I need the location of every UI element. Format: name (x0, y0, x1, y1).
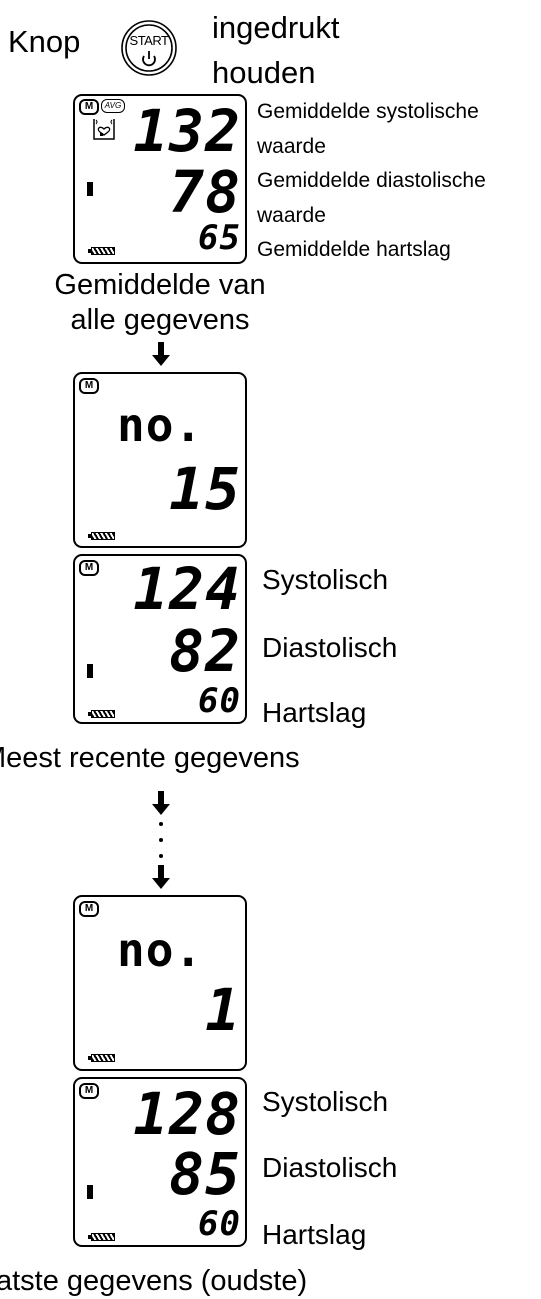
pressure-bar (87, 664, 93, 678)
oldest-pulse: 60 (198, 1204, 241, 1244)
oldest-pulse-label: Hartslag (262, 1219, 367, 1250)
lcd-recent: M 124 82 60 (73, 554, 247, 724)
avg-diastolic: 78 (169, 158, 241, 226)
ellipsis-dot (159, 854, 163, 858)
no-label: no. (117, 398, 204, 452)
avg-icon: AVG (101, 99, 125, 113)
hold-line-1: ingedrukt (212, 10, 340, 45)
no-label: no. (117, 923, 204, 977)
memory-icon: M (79, 1083, 99, 1099)
avg-dia-label: Gemiddelde diastolische (257, 169, 486, 192)
recent-systolic: 124 (133, 555, 241, 623)
memory-icon: M (79, 901, 99, 917)
memory-icon: M (79, 560, 99, 576)
oldest-dia-label: Diastolisch (262, 1152, 398, 1183)
avg-sys-label: Gemiddelde systolische (257, 100, 479, 123)
pressure-bar (87, 182, 93, 196)
lcd-memory-15: M no. 15 (73, 372, 247, 548)
battery-icon (88, 247, 115, 255)
oldest-diastolic: 85 (169, 1140, 241, 1208)
recent-sys-label: Systolisch (262, 564, 389, 595)
battery-icon (88, 1054, 115, 1062)
memory-number: 1 (205, 976, 241, 1044)
lcd-memory-1: M no. 1 (73, 895, 247, 1071)
avg-systolic: 132 (133, 97, 241, 165)
caption-average: Gemiddelde van alle gegevens (54, 269, 266, 336)
battery-icon (88, 1233, 115, 1241)
hold-line-2: houden (212, 55, 316, 90)
irregular-heartbeat-icon (93, 119, 115, 140)
start-button[interactable]: START (120, 19, 178, 77)
oldest-sys-label: Systolisch (262, 1086, 389, 1117)
avg-pulse: 65 (198, 218, 241, 258)
recent-diastolic: 82 (169, 617, 241, 685)
start-label: START (129, 33, 169, 48)
oldest-systolic: 128 (133, 1080, 241, 1148)
pressure-bar (87, 1185, 93, 1199)
ellipsis-dot (159, 822, 163, 826)
knop-label: Knop (8, 24, 81, 59)
avg-pulse-label: Gemiddelde hartslag (257, 238, 451, 261)
lcd-average: M AVG 132 78 65 (73, 94, 247, 264)
recent-pulse: 60 (198, 681, 241, 721)
avg-sys-label-2: waarde (257, 135, 326, 158)
memory-icon: M (79, 378, 99, 394)
memory-icon: M (79, 99, 99, 115)
avg-dia-label-2: waarde (257, 204, 326, 227)
recent-dia-label: Diastolisch (262, 632, 398, 663)
ellipsis-dot (159, 838, 163, 842)
battery-icon (88, 532, 115, 540)
memory-number: 15 (169, 455, 241, 523)
caption-recent: Meest recente gegevens (0, 742, 300, 774)
recent-pulse-label: Hartslag (262, 697, 367, 728)
battery-icon (88, 710, 115, 718)
caption-oldest: atste gegevens (oudste) (0, 1265, 308, 1297)
lcd-oldest: M 128 85 60 (73, 1077, 247, 1247)
power-icon (121, 20, 177, 76)
